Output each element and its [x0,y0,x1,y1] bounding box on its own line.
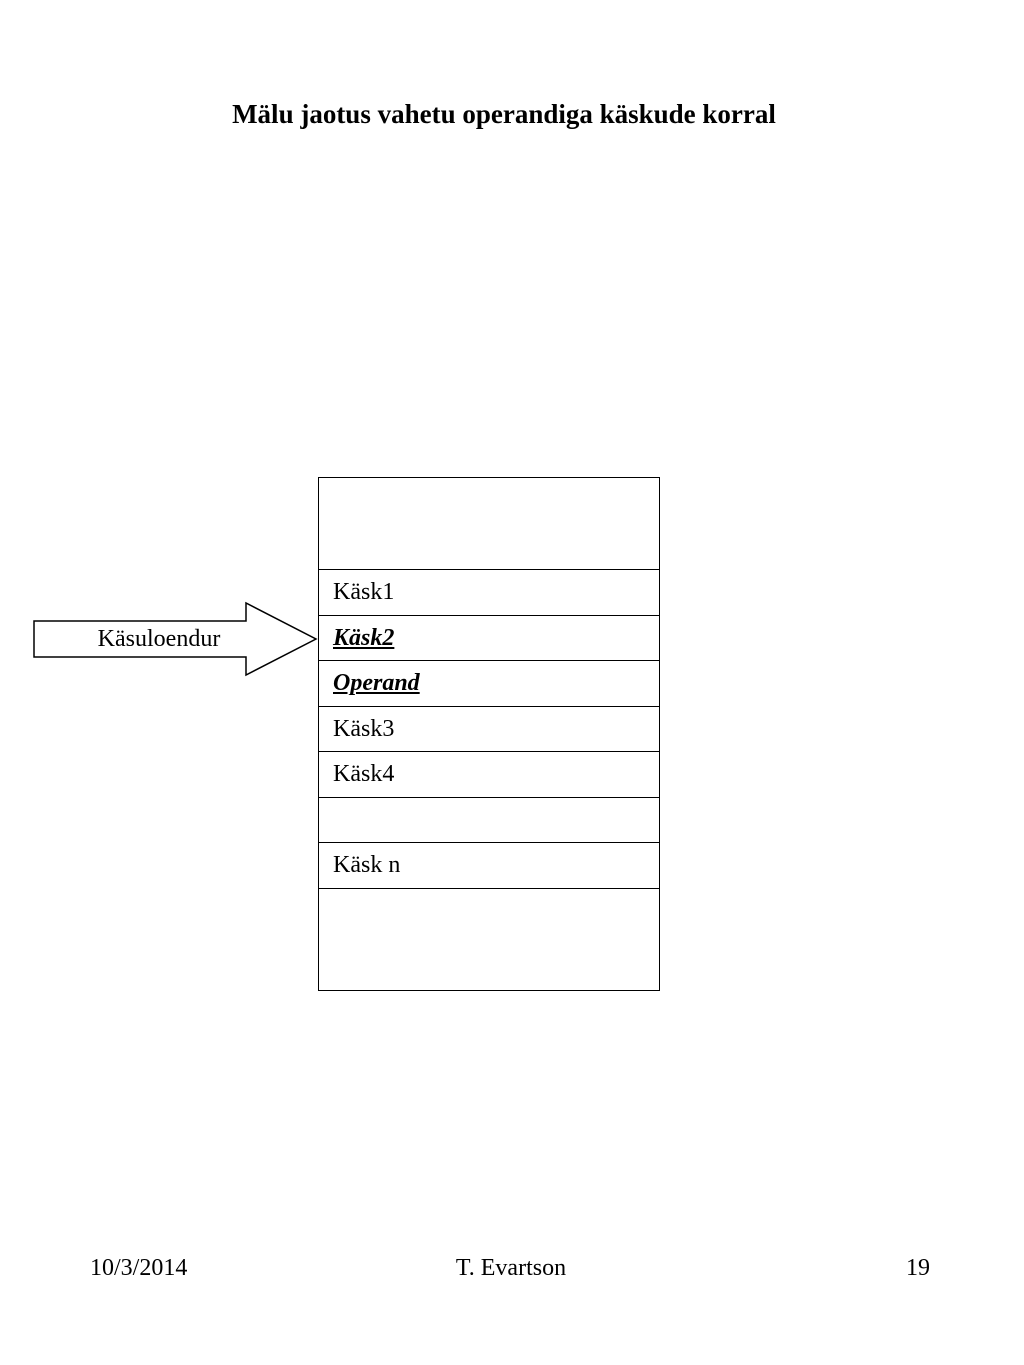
memory-block: Käsk1 Käsk2 Operand Käsk3 Käsk4 Käsk n [318,477,660,991]
footer-author-text: T. Evartson [455,1255,567,1281]
memory-cell-empty-bottom [319,887,659,990]
arrow-shape [33,601,318,677]
memory-cell-kask-n: Käsk n [319,842,659,888]
program-counter-label: Käsuloendur [97,626,221,652]
footer-author: T. Evartson [0,1252,1024,1284]
footer-date: 10/3/2014 [90,1255,188,1281]
memory-cell-kask2: Käsk2 [319,614,659,661]
memory-cell-kask1: Käsk1 [319,569,659,615]
memory-cell-operand: Operand [319,660,659,706]
memory-cell-kask4: Käsk4 [319,751,659,797]
footer-page-number: 19 [906,1255,930,1281]
slide-title: Mälu jaotus vahetu operandiga käskude ko… [232,99,776,129]
memory-cell-kask3: Käsk3 [319,705,659,752]
memory-cell-empty-middle [319,796,659,843]
